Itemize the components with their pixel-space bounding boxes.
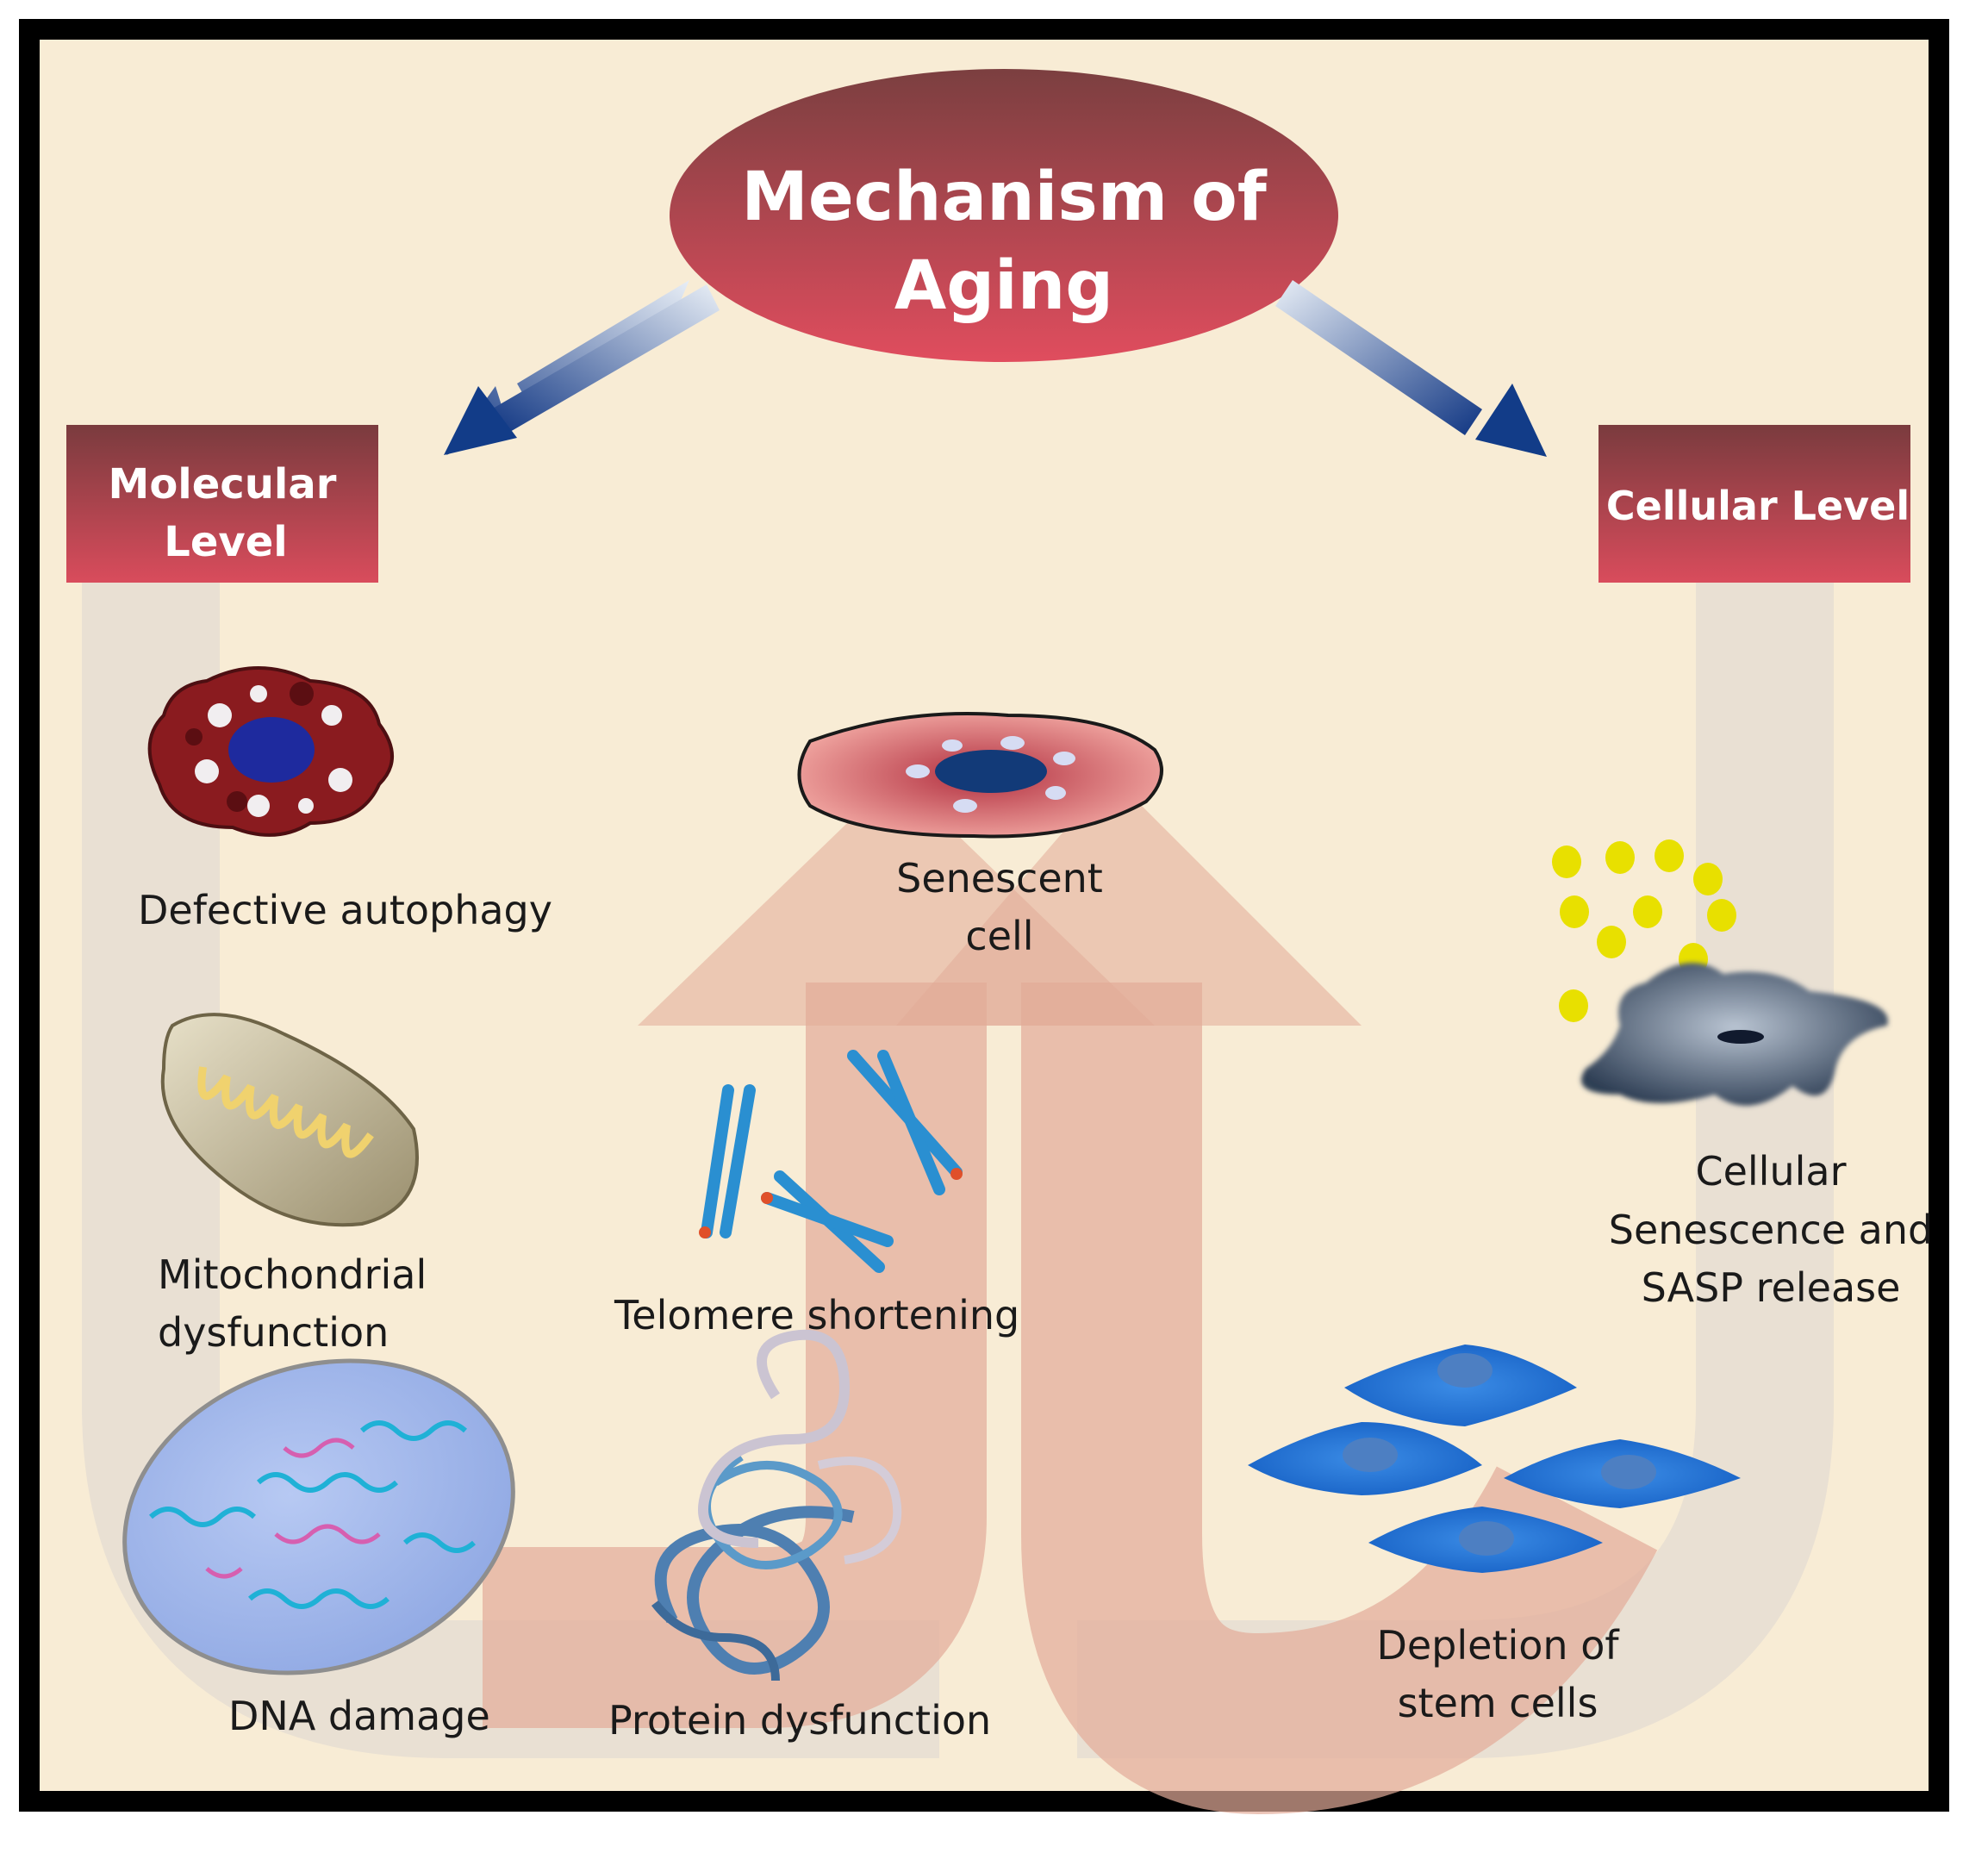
title-oval — [670, 69, 1338, 362]
label-dna-damage: DNA damage — [228, 1693, 490, 1739]
chromosome-icon — [699, 1050, 963, 1273]
autophagy-cell-icon — [147, 666, 394, 837]
mitochondrion-icon — [160, 1013, 419, 1227]
molecular-level-line-1: Molecular — [109, 460, 337, 508]
label-sasp-line-3: SASP release — [1642, 1264, 1901, 1311]
arrow-left-shaft — [491, 284, 720, 435]
label-stem-line-2: stem cells — [1398, 1680, 1599, 1726]
label-defective-autophagy: Defective autophagy — [138, 887, 552, 933]
sasp-particles-icon — [1552, 839, 1736, 1022]
senescent-cell-line-2: cell — [965, 913, 1033, 959]
label-sasp-line-2: Senescence and — [1609, 1207, 1933, 1253]
label-mito-line-2: dysfunction — [158, 1309, 389, 1356]
senescent-cell-icon — [797, 712, 1163, 839]
sasp-cell-icon — [1581, 963, 1888, 1106]
arrow-right-shaft — [1275, 280, 1482, 435]
title-line-2: Aging — [894, 247, 1113, 325]
label-sasp-line-1: Cellular — [1695, 1148, 1846, 1195]
label-mito-line-1: Mitochondrial — [158, 1251, 427, 1298]
cellular-arrow-head — [896, 776, 1362, 1026]
protein-tangle-icon — [651, 1329, 902, 1681]
senescent-cell-line-1: Senescent — [896, 855, 1103, 902]
cellular-flow-arrow — [1021, 983, 1658, 1815]
arrow-right-head — [1475, 384, 1547, 457]
title-line-1: Mechanism of — [741, 159, 1268, 236]
label-protein-dysfunction: Protein dysfunction — [608, 1697, 991, 1744]
cellular-level-box — [1599, 425, 1910, 583]
dna-nucleus-icon — [122, 1358, 515, 1675]
label-stem-line-1: Depletion of — [1376, 1622, 1620, 1669]
arrow-left-head — [444, 386, 517, 455]
stem-cell-icon — [1248, 1345, 1741, 1573]
molecular-level-line-2: Level — [164, 518, 287, 566]
molecular-level-box — [66, 425, 378, 583]
cellular-level-label: Cellular Level — [1606, 483, 1910, 529]
label-telomere-shortening: Telomere shortening — [614, 1292, 1019, 1338]
